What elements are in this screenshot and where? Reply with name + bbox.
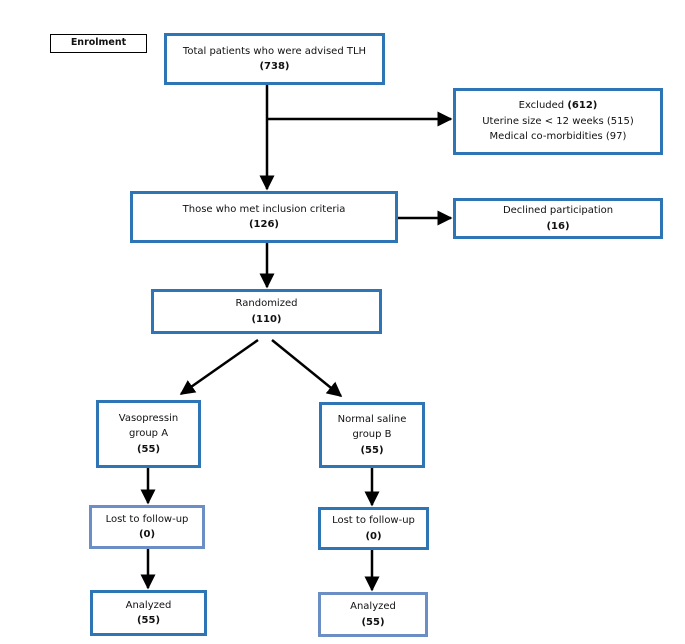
group-b-count: (55) bbox=[360, 444, 384, 456]
analyzed-b-label: Analyzed bbox=[350, 601, 396, 612]
randomized-label: Randomized bbox=[235, 298, 298, 309]
arrow-to-group-b bbox=[271, 339, 343, 397]
lost-a-count: (0) bbox=[138, 529, 156, 540]
analyzed-a-count: (55) bbox=[136, 615, 161, 626]
excluded-header: Excluded (612) bbox=[518, 100, 598, 112]
lost-b-label: Lost to follow-up bbox=[332, 515, 415, 526]
lost-followup-b-box: Lost to follow-up (0) bbox=[318, 507, 429, 550]
total-patients-count: (738) bbox=[259, 61, 290, 72]
randomized-box: Randomized (110) bbox=[151, 289, 382, 334]
declined-count: (16) bbox=[546, 220, 570, 232]
excluded-reason-comorbidities: Medical co-morbidities (97) bbox=[489, 131, 627, 143]
declined-box: Declined participation (16) bbox=[453, 198, 663, 239]
inclusion-criteria-box: Those who met inclusion criteria (126) bbox=[130, 191, 398, 243]
analyzed-a-label: Analyzed bbox=[125, 599, 172, 611]
group-a-count: (55) bbox=[136, 443, 161, 455]
analyzed-b-box: Analyzed (55) bbox=[318, 592, 428, 637]
arrow-to-group-a bbox=[179, 338, 259, 396]
group-b-line2: group B bbox=[352, 429, 392, 441]
declined-label: Declined participation bbox=[502, 205, 614, 216]
group-a-line2: group A bbox=[128, 428, 169, 440]
total-patients-label: Total patients who were advised TLH bbox=[182, 45, 367, 57]
lost-followup-a-box: Lost to follow-up (0) bbox=[89, 505, 205, 549]
inclusion-count: (126) bbox=[248, 219, 279, 230]
group-a-box: Vasopressin group A (55) bbox=[96, 400, 201, 468]
group-b-line1: Normal saline bbox=[337, 413, 407, 425]
excluded-box: Excluded (612) Uterine size < 12 weeks (… bbox=[453, 88, 663, 155]
analyzed-b-count: (55) bbox=[361, 616, 385, 628]
excluded-reason-uterine: Uterine size < 12 weeks (515) bbox=[482, 115, 634, 127]
lost-b-count: (0) bbox=[365, 530, 382, 542]
stage-label-enrolment: Enrolment bbox=[50, 34, 147, 53]
inclusion-label: Those who met inclusion criteria bbox=[182, 203, 346, 215]
group-b-box: Normal saline group B (55) bbox=[319, 402, 425, 468]
lost-a-label: Lost to follow-up bbox=[105, 513, 189, 525]
group-a-line1: Vasopressin bbox=[118, 412, 179, 424]
total-patients-box: Total patients who were advised TLH (738… bbox=[164, 33, 385, 85]
randomized-count: (110) bbox=[251, 313, 282, 325]
analyzed-a-box: Analyzed (55) bbox=[90, 590, 207, 636]
